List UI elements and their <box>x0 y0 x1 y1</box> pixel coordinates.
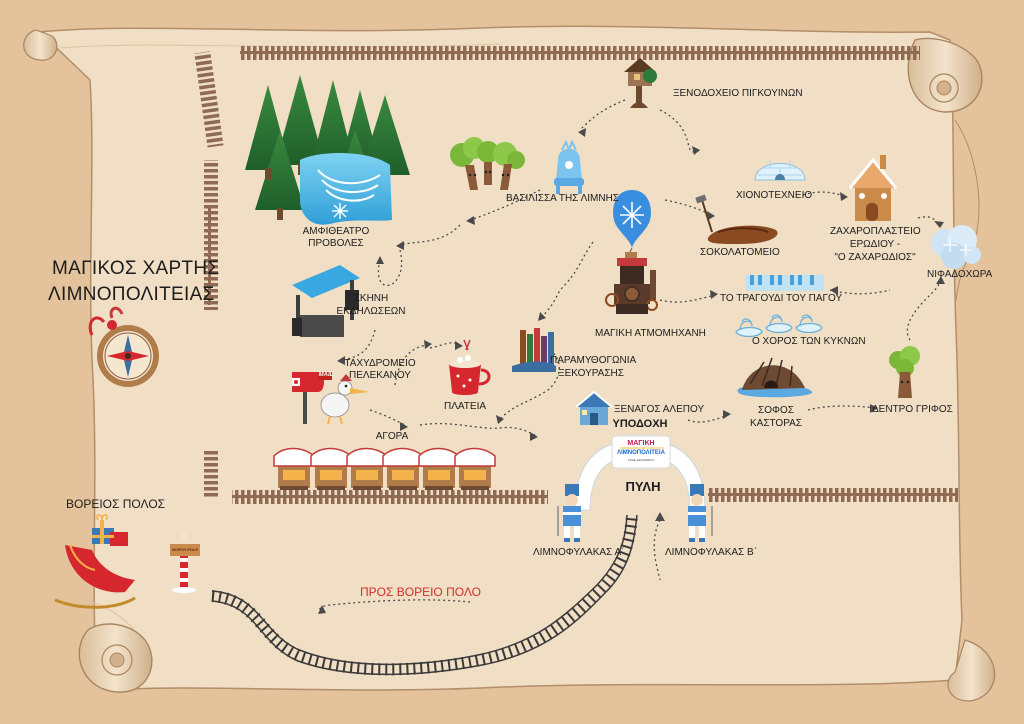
label-gate[interactable]: ΠΥΛΗ <box>625 479 661 494</box>
pelican-icon <box>320 374 370 425</box>
chocolate-dig-icon <box>695 194 778 244</box>
griffin-tree-icon <box>889 346 920 398</box>
label-post-sub: ΠΕΛΕΚΑΝΟΥ <box>349 370 411 381</box>
label-square[interactable]: ΠΛΑΤΕΙΑ <box>443 401 487 412</box>
label-market[interactable]: ΑΓΟΡΑ <box>375 431 409 442</box>
label-fox-guide[interactable]: ΞΕΝΑΓΟΣ ΑΛΕΠΟΥ <box>614 404 705 415</box>
label-guard-a[interactable]: ΛΙΜΝΟΦΥΛΑΚΑΣ Α΄ <box>533 547 625 558</box>
label-post[interactable]: ΤΑΧΥΔΡΟΜΕΙΟ <box>344 358 416 369</box>
map-title-line2: ΛΙΜΝΟΠΟΛΙΤΕΙΑΣ <box>48 284 215 305</box>
north-pole-sign-text: NORTH POLE <box>171 547 199 552</box>
nutcracker-guard-icon <box>688 484 713 542</box>
books-icon <box>512 328 556 372</box>
label-fairytale[interactable]: ΠΑΡΑΜΥΘΟΓΩΝΙΑ <box>550 355 637 366</box>
market-stall-icon <box>273 447 496 491</box>
fox-house-icon <box>575 390 613 425</box>
label-to-north-pole[interactable]: ΠΡΟΣ ΒΟΡΕΙΟ ΠΟΛΟ <box>360 585 481 599</box>
ice-piano-icon <box>746 275 824 291</box>
snowflake-icon <box>332 203 348 219</box>
snowflake-balloon-icon <box>613 190 651 258</box>
label-penguin-hotel[interactable]: ΞΕΝΟΔΟΧΕΙΟ ΠΙΓΚΟΥΙΝΩΝ <box>673 88 803 99</box>
amphitheatre-lake-icon <box>300 153 392 225</box>
snow-cloud-icon <box>931 225 981 269</box>
compass-icon <box>88 306 159 387</box>
label-reception[interactable]: ΥΠΟΔΟΧΗ <box>612 418 668 430</box>
swans-icon <box>735 314 823 338</box>
label-amphitheatre[interactable]: ΑΜΦΙΘΕΑΤΡΟ <box>302 226 370 237</box>
fence-icon <box>194 46 958 504</box>
label-gingerbread[interactable]: ΖΑΧΑΡΟΠΛΑΣΤΕΙΟ <box>830 226 921 237</box>
gingerbread-house-icon <box>848 155 898 221</box>
label-griffin-tree[interactable]: ΔΕΝΤΡΟ ΓΡΙΦΟΣ <box>872 404 953 415</box>
label-stage[interactable]: ΣΚΗΝΗ <box>353 293 389 304</box>
label-snow-workshop[interactable]: ΧΙΟΝΟΤΕΧΝΕΙΟ <box>736 190 813 201</box>
penguin-hotel-treehouse-icon <box>624 58 657 108</box>
label-gingerbread-3: "Ο ΖΑΧΑΡΩΔΙΟΣ" <box>834 252 916 263</box>
label-fairytale-sub: ΞΕΚΟΥΡΑΣΗΣ <box>558 368 624 379</box>
gate-logo-line3: ΚΑΘΕ ΔΕΚΕΜΒΡΙΟ <box>627 458 655 462</box>
label-chocolate[interactable]: ΣΟΚΟΛΑΤΟΜΕΙΟ <box>700 247 780 258</box>
path-arrowheads <box>318 128 945 614</box>
label-gingerbread-2: ΕΡΩΔΙΟΥ - <box>849 239 901 250</box>
steam-machine-icon <box>605 258 658 314</box>
label-guard-b[interactable]: ΛΙΜΝΟΦΥΛΑΚΑΣ Β΄ <box>665 547 758 558</box>
mailbox-icon <box>292 372 332 424</box>
map-title-line1: ΜΑΓΙΚΟΣ ΧΑΡΤΗΣ <box>52 258 220 279</box>
parchment-scroll <box>23 25 996 702</box>
label-magic-machine[interactable]: ΜΑΓΙΚΗ ΑΤΜΟΜΗΧΑΝΗ <box>595 328 706 339</box>
label-north-pole[interactable]: ΒΟΡΕΙΟΣ ΠΟΛΟΣ <box>66 497 166 511</box>
gate-logo-line2: ΛΙΜΝΟΠΟΛΙΤΕΙΑ <box>617 450 665 456</box>
label-lake-queen[interactable]: ΒΑΣΙΛΙΣΣΑ ΤΗΣ ΛΙΜΝΗΣ <box>506 193 619 204</box>
lake-queen-throne-icon <box>554 139 584 194</box>
nutcracker-guard-icon <box>557 484 581 542</box>
santa-sleigh-icon <box>54 514 136 609</box>
label-stage-sub: ΕΚΔΗΛΩΣΕΩΝ <box>336 306 406 317</box>
beaver-lodge-icon <box>737 357 813 398</box>
tree-characters-icon <box>450 137 525 190</box>
railway-track-icon <box>211 514 638 676</box>
label-snowland[interactable]: ΝΙΦΑΔΟΧΩΡΑ <box>927 269 993 280</box>
igloo-icon <box>754 160 806 181</box>
gate-logo-line1: ΜΑΓΙΚΗ <box>627 440 655 447</box>
post-banner: Mail <box>318 372 334 378</box>
label-beaver[interactable]: ΣΟΦΟΣ <box>758 405 794 416</box>
label-swan-dance[interactable]: Ο ΧΟΡΟΣ ΤΩΝ ΚΥΚΝΩΝ <box>752 336 866 347</box>
label-ice-song[interactable]: ΤΟ ΤΡΑΓΟΥΔΙ ΤΟΥ ΠΑΓΟΥ <box>720 293 843 304</box>
north-pole-sign-icon <box>170 532 200 593</box>
stage-truss-icon <box>292 265 360 337</box>
label-beaver-sub: ΚΑΣΤΟΡΑΣ <box>749 418 802 429</box>
label-amphitheatre-sub: ΠΡΟΒΟΛΕΣ <box>308 238 364 249</box>
hot-cocoa-icon <box>449 339 491 395</box>
